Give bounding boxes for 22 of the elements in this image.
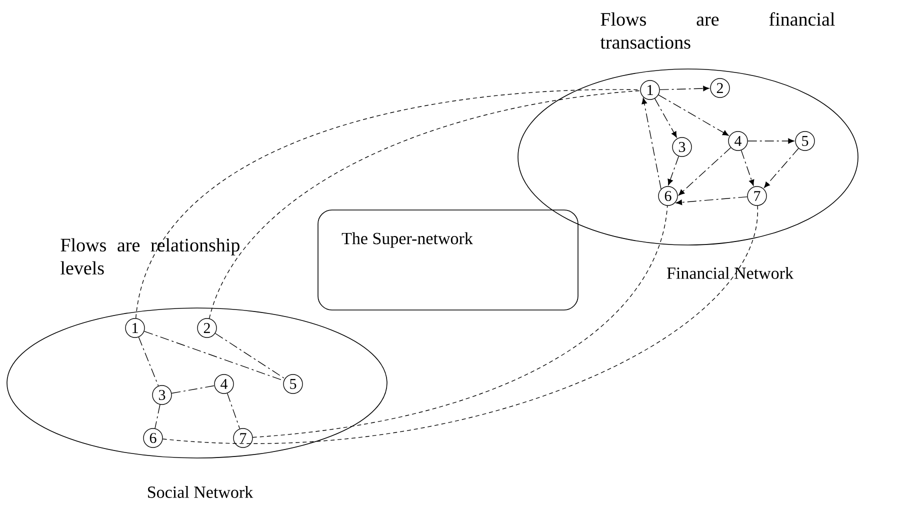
connector-line bbox=[252, 205, 668, 438]
node-label: Financial Network bbox=[666, 267, 794, 279]
annotation: Flows are financial transactions bbox=[600, 12, 835, 49]
arrow bbox=[660, 86, 710, 92]
arrow bbox=[678, 147, 732, 196]
arrow bbox=[642, 98, 662, 190]
arrow bbox=[668, 156, 680, 186]
arrow bbox=[740, 150, 754, 186]
arrow bbox=[658, 94, 729, 136]
arrow bbox=[748, 138, 794, 144]
arrow bbox=[764, 148, 799, 188]
connector-line bbox=[226, 392, 240, 430]
annotation: Flows are relationship levels bbox=[60, 238, 240, 275]
connector-line bbox=[154, 404, 160, 429]
connector-line bbox=[214, 333, 286, 379]
arrow bbox=[654, 98, 677, 138]
node-label: Social Network bbox=[148, 486, 254, 498]
rounded-box: The Super-network bbox=[318, 210, 578, 310]
connector-line bbox=[162, 205, 758, 444]
connector-line bbox=[171, 385, 215, 394]
connector-line bbox=[138, 336, 159, 386]
arrow bbox=[676, 196, 748, 206]
